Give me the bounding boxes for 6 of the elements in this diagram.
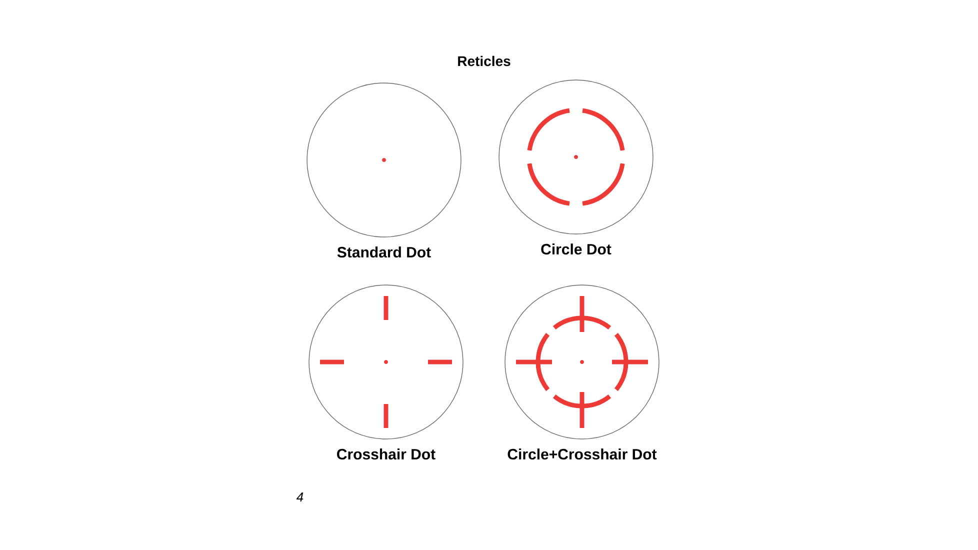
page-number: 4	[296, 492, 304, 502]
reticle-name: Circle Dot	[541, 244, 612, 255]
title: Reticles	[458, 56, 510, 66]
reticle-name: Circle+Crosshair Dot	[508, 448, 657, 460]
reticle-name: Crosshair Dot	[337, 448, 436, 460]
reticle-name: Standard Dot	[337, 246, 431, 258]
